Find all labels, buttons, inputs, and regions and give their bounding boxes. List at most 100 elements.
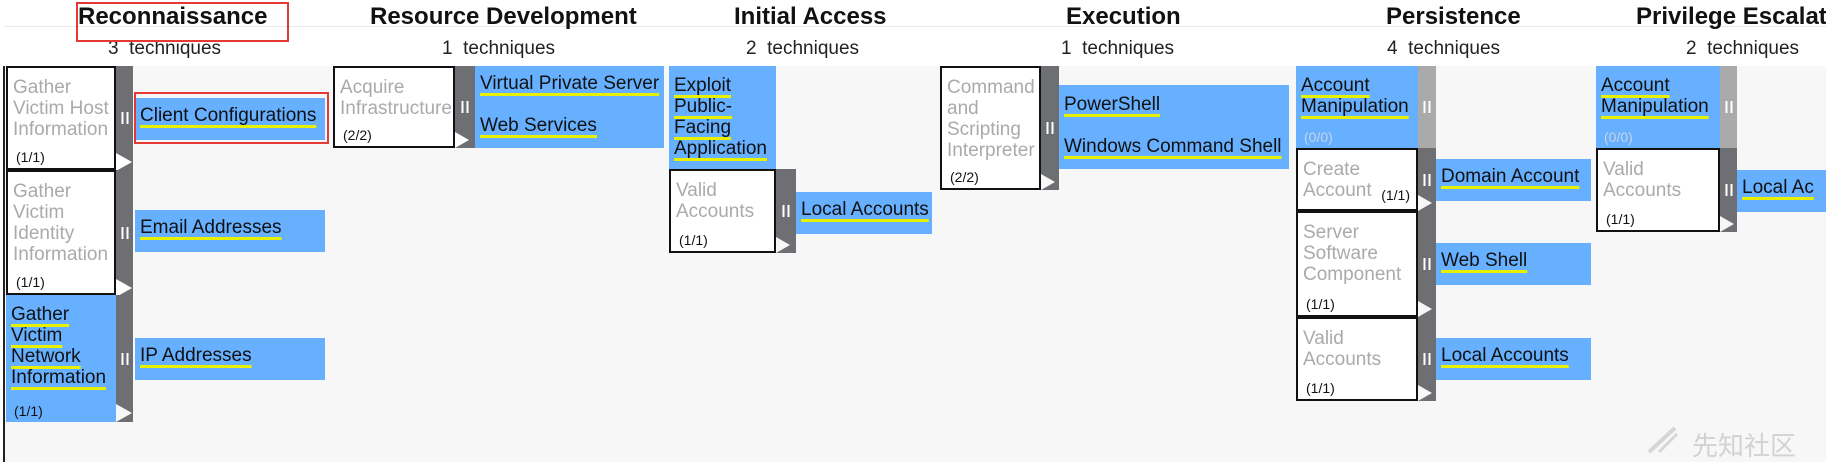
technique-gather-victim-network-information[interactable]: Gather Victim Network Information (1/1): [6, 295, 116, 422]
subtechnique-toggle-handle[interactable]: [1720, 66, 1737, 148]
technique-name-line: Account: [1301, 75, 1370, 96]
subtechnique-email-addresses[interactable]: Email Addresses: [135, 210, 325, 252]
technique-name-line: Exploit: [674, 75, 732, 96]
technique-name-line: Accounts: [1303, 349, 1382, 370]
subtechnique-toggle-handle[interactable]: [116, 295, 133, 422]
subtechnique-toggle-handle[interactable]: [1418, 66, 1436, 148]
technique-name-line: Victim Host: [13, 98, 109, 119]
expand-arrow-icon: [455, 132, 469, 148]
subtechnique-toggle-handle[interactable]: [1418, 317, 1436, 401]
subtechnique-toggle-handle[interactable]: [1720, 148, 1737, 232]
subtechnique-label: Local Accounts: [1441, 345, 1569, 366]
tactic-technique-count: 3 techniques: [108, 38, 222, 59]
subtechnique-web-shell[interactable]: Web Shell: [1436, 243, 1591, 285]
subtechnique-local-accounts[interactable]: Local Accounts: [1436, 338, 1591, 380]
subtechnique-toggle-handle[interactable]: [776, 169, 796, 253]
technique-name-line: Network: [11, 346, 81, 367]
subtechnique-windows-command-shell[interactable]: Windows Command Shell: [1059, 129, 1289, 169]
technique-name-line: Accounts: [1603, 180, 1682, 201]
technique-name-line: Facing: [674, 117, 732, 138]
subtechnique-label: Windows Command Shell: [1064, 136, 1282, 157]
technique-server-software-component[interactable]: Server Software Component (1/1): [1296, 211, 1418, 317]
technique-account-manipulation[interactable]: Account Manipulation (0/0): [1596, 66, 1720, 148]
technique-name-line: Scripting: [947, 119, 1021, 140]
expand-arrow-icon: [1418, 385, 1432, 401]
technique-name-line: Account: [1303, 180, 1372, 201]
technique-name-line: Valid: [676, 180, 717, 201]
technique-name-line: Gather: [11, 304, 70, 325]
technique-name-line: Victim: [11, 325, 63, 346]
header-divider: [4, 26, 1826, 27]
tactic-technique-count: 4 techniques: [1387, 38, 1501, 59]
technique-name-line: Server: [1303, 222, 1359, 243]
tactic-header-reconnaissance[interactable]: Reconnaissance: [78, 3, 268, 30]
subtechnique-toggle-handle[interactable]: [1418, 211, 1436, 317]
technique-acquire-infrastructure[interactable]: Acquire Infrastructure (2/2): [333, 66, 455, 148]
grip-icon: [782, 205, 790, 217]
technique-subtech-count: (1/1): [16, 149, 45, 165]
technique-subtech-count: (1/1): [14, 403, 43, 419]
technique-subtech-count: (1/1): [1306, 296, 1335, 312]
grip-icon: [121, 112, 128, 124]
subtechnique-toggle-handle[interactable]: [455, 66, 475, 148]
tactic-header-persistence[interactable]: Persistence: [1386, 3, 1521, 30]
subtechnique-panel: [475, 66, 664, 148]
grip-icon: [1423, 101, 1431, 113]
subtechnique-domain-account[interactable]: Domain Account: [1436, 159, 1591, 201]
technique-name-line: Software: [1303, 243, 1378, 264]
tactic-header-initial-access[interactable]: Initial Access: [734, 3, 887, 30]
technique-command-and-scripting-interpreter[interactable]: Command and Scripting Interpreter (2/2): [940, 66, 1041, 190]
technique-exploit-public-facing-application[interactable]: Exploit Public- Facing Application: [669, 66, 776, 169]
technique-name-line: Information: [13, 119, 109, 140]
technique-subtech-count: (2/2): [343, 127, 372, 143]
technique-name-line: Command: [947, 77, 1035, 98]
expand-arrow-icon: [1418, 195, 1432, 211]
subtechnique-local-accounts[interactable]: Local Accounts: [796, 192, 932, 234]
subtechnique-toggle-handle[interactable]: [1041, 66, 1059, 190]
technique-name-line: Interpreter: [947, 140, 1035, 161]
tactic-header-resource-development[interactable]: Resource Development: [370, 3, 637, 30]
expand-arrow-icon: [116, 153, 132, 171]
technique-create-account[interactable]: Create Account (1/1): [1296, 148, 1418, 211]
technique-name-line: Account: [1601, 75, 1670, 96]
expand-arrow-icon: [116, 404, 132, 422]
technique-subtech-count: (1/1): [1306, 380, 1335, 396]
tactic-header-execution[interactable]: Execution: [1066, 3, 1181, 30]
technique-name-line: Infrastructure: [340, 98, 452, 119]
subtechnique-web-services[interactable]: Web Services: [475, 108, 664, 148]
technique-gather-victim-host-information[interactable]: Gather Victim Host Information (1/1): [6, 66, 116, 170]
subtechnique-toggle-handle[interactable]: [116, 170, 133, 295]
subtechnique-client-configurations[interactable]: Client Configurations: [135, 98, 325, 140]
subtechnique-toggle-handle[interactable]: [116, 66, 133, 170]
technique-name-line: Create: [1303, 159, 1361, 180]
subtechnique-local-accounts[interactable]: Local Ac: [1737, 170, 1826, 212]
subtechnique-label: Email Addresses: [140, 217, 282, 238]
subtechnique-label: IP Addresses: [140, 345, 252, 366]
technique-name-line: Component: [1303, 264, 1402, 285]
technique-gather-victim-identity-information[interactable]: Gather Victim Identity Information (1/1): [6, 170, 116, 295]
subtechnique-ip-addresses[interactable]: IP Addresses: [135, 338, 325, 380]
expand-arrow-icon: [1041, 174, 1055, 190]
technique-valid-accounts[interactable]: Valid Accounts (1/1): [669, 169, 776, 253]
technique-name-line: Information: [13, 244, 109, 265]
subtechnique-virtual-private-server[interactable]: Virtual Private Server: [475, 66, 664, 106]
grip-icon: [461, 101, 469, 113]
grip-icon: [1423, 258, 1431, 270]
technique-name-line: Public-: [674, 96, 733, 117]
grip-icon: [1423, 353, 1431, 365]
technique-name-line: and: [947, 98, 979, 119]
watermark-text: 先知社区: [1692, 431, 1797, 461]
tactic-header-privilege-escalation[interactable]: Privilege Escalati: [1636, 3, 1826, 30]
grip-icon: [1725, 101, 1732, 113]
technique-valid-accounts[interactable]: Valid Accounts (1/1): [1596, 148, 1720, 232]
subtechnique-powershell[interactable]: PowerShell: [1059, 87, 1289, 127]
subtechnique-label: Virtual Private Server: [480, 73, 660, 94]
technique-valid-accounts[interactable]: Valid Accounts (1/1): [1296, 317, 1418, 401]
subtechnique-panel: [1059, 85, 1289, 169]
technique-subtech-count: (1/1): [679, 232, 708, 248]
grip-icon: [1046, 122, 1054, 134]
technique-name-line: Victim: [13, 202, 65, 223]
grip-icon: [121, 226, 128, 239]
technique-account-manipulation[interactable]: Account Manipulation (0/0): [1296, 66, 1418, 148]
